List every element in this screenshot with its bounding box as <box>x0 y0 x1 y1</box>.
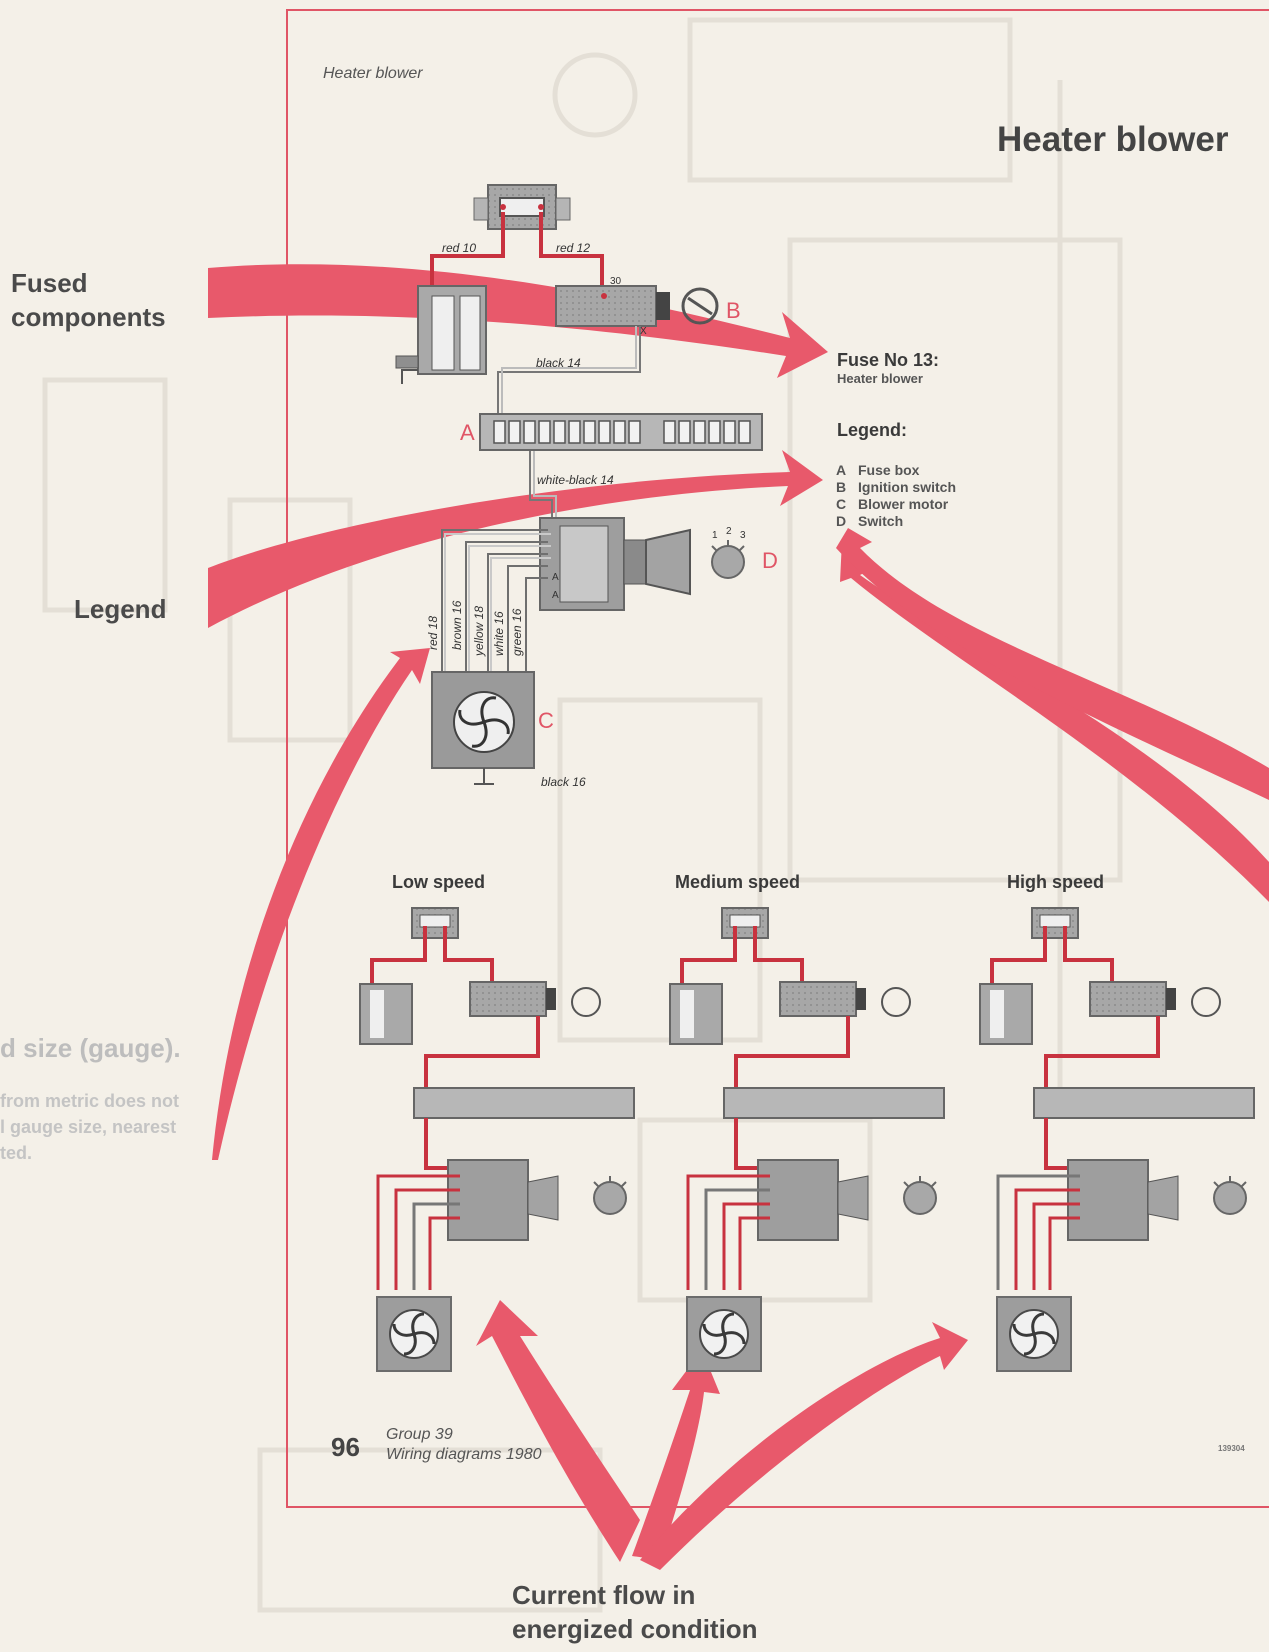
terminal-30: 30 <box>610 276 622 287</box>
label-d: D <box>762 548 778 573</box>
label-a: A <box>460 420 475 445</box>
running-head: Heater blower <box>323 65 423 82</box>
wire-label-green16: green 16 <box>510 608 524 656</box>
wire-label-red12: red 12 <box>556 241 590 255</box>
mini-diagram-low <box>359 907 635 1373</box>
label-c: C <box>538 708 554 733</box>
step-1: 1 <box>712 530 718 541</box>
component-letters: A B C D <box>460 298 778 733</box>
footer-line1: Group 39 <box>386 1426 453 1443</box>
callout-current-line2: energized condition <box>512 1614 758 1644</box>
callout-fused-line2: components <box>11 302 166 332</box>
legend-text: Blower motor <box>858 496 949 512</box>
arrow-to-blower <box>212 648 430 1160</box>
arrow-to-legend-right <box>836 528 1269 800</box>
terminal-a1: A <box>552 572 559 583</box>
label-b: B <box>726 298 741 323</box>
wire-label-red18: red 18 <box>426 616 440 650</box>
heading-high-speed: High speed <box>1007 872 1104 892</box>
legend-item: B Ignition switch <box>836 479 956 496</box>
arrow-to-high <box>640 1322 968 1570</box>
speed-headings: Low speed Medium speed High speed <box>392 872 1104 892</box>
wire-labels: red 10 red 12 black 14 white-black 14 bl… <box>426 241 614 789</box>
legend-key: D <box>836 513 847 529</box>
wire-label-brown16: brown 16 <box>450 600 464 650</box>
legend-item: D Switch <box>836 513 956 530</box>
ignition-switch-b <box>555 285 719 327</box>
wire-label-red10: red 10 <box>442 241 476 255</box>
fuse-info-heading: Fuse No 13: <box>837 350 940 370</box>
wire-label-black16: black 16 <box>541 775 586 789</box>
page-number: 96 <box>331 1432 360 1462</box>
step-3: 3 <box>740 530 746 541</box>
step-2: 2 <box>726 526 732 537</box>
main-diagram <box>395 184 763 785</box>
side-fragment-heading: d size (gauge). <box>0 1033 181 1063</box>
fuse-box-a <box>479 413 763 451</box>
terminal-labels: 30 X A A 1 2 3 <box>552 276 746 601</box>
wire-label-white-black14: white-black 14 <box>537 473 614 487</box>
blower-motor-c <box>431 671 535 785</box>
legend-item: C Blower motor <box>836 496 956 513</box>
switch-d <box>539 517 745 611</box>
terminal-a2: A <box>552 590 559 601</box>
arrow-to-low <box>476 1300 640 1562</box>
live-feed-wires <box>430 212 604 300</box>
motor-harness <box>441 529 551 676</box>
legend-text: Switch <box>858 513 904 529</box>
fuse-unit-top <box>473 184 571 230</box>
heading-medium-speed: Medium speed <box>675 872 800 892</box>
legend-item: A Fuse box <box>836 462 956 479</box>
wire-label-black14: black 14 <box>536 356 581 370</box>
side-fragment-line3: ted. <box>0 1143 33 1163</box>
terminal-x: X <box>640 326 647 337</box>
arrow-fused-components <box>208 264 828 378</box>
background-ghost-drawing <box>42 17 1123 1613</box>
signal-wires <box>497 326 641 520</box>
wire-label-yellow18: yellow 18 <box>472 606 486 657</box>
heading-low-speed: Low speed <box>392 872 485 892</box>
page-title: Heater blower <box>997 120 1229 159</box>
mini-diagram-high <box>979 907 1255 1373</box>
callout-current-flow: Current flow in energized condition <box>512 1578 758 1646</box>
callout-current-line1: Current flow in <box>512 1580 696 1610</box>
relay-panel <box>395 285 487 384</box>
callout-fused: Fused components <box>11 266 166 334</box>
legend-text: Fuse box <box>858 462 920 478</box>
side-fragment-line1: from metric does not <box>0 1091 180 1111</box>
arrow-legend <box>208 450 823 628</box>
legend-key: A <box>836 462 847 478</box>
fuse-info-sub: Heater blower <box>837 371 923 386</box>
legend-key: B <box>836 479 847 495</box>
footer-line2: Wiring diagrams 1980 <box>386 1446 542 1463</box>
side-fragment-text: from metric does not l gauge size, neare… <box>0 1088 179 1166</box>
side-fragment-line2: l gauge size, nearest <box>0 1117 177 1137</box>
callout-arrows <box>208 264 1269 1570</box>
footer-caption: Group 39 Wiring diagrams 1980 <box>386 1425 541 1465</box>
mini-diagram-medium <box>669 907 945 1373</box>
legend-list: A Fuse box B Ignition switch C Blower motor… <box>836 462 956 530</box>
wire-label-white16: white 16 <box>492 611 506 656</box>
callout-fused-line1: Fused <box>11 268 88 298</box>
legend-text: Ignition switch <box>858 479 956 495</box>
callout-legend: Legend <box>74 594 167 624</box>
image-code: 139304 <box>1218 1444 1245 1453</box>
arrow-to-medium <box>632 1350 720 1560</box>
page-border <box>286 9 1269 1508</box>
fuse-info: Fuse No 13: Heater blower <box>837 350 939 386</box>
legend-key: C <box>836 496 847 512</box>
legend-heading: Legend: <box>837 420 907 440</box>
